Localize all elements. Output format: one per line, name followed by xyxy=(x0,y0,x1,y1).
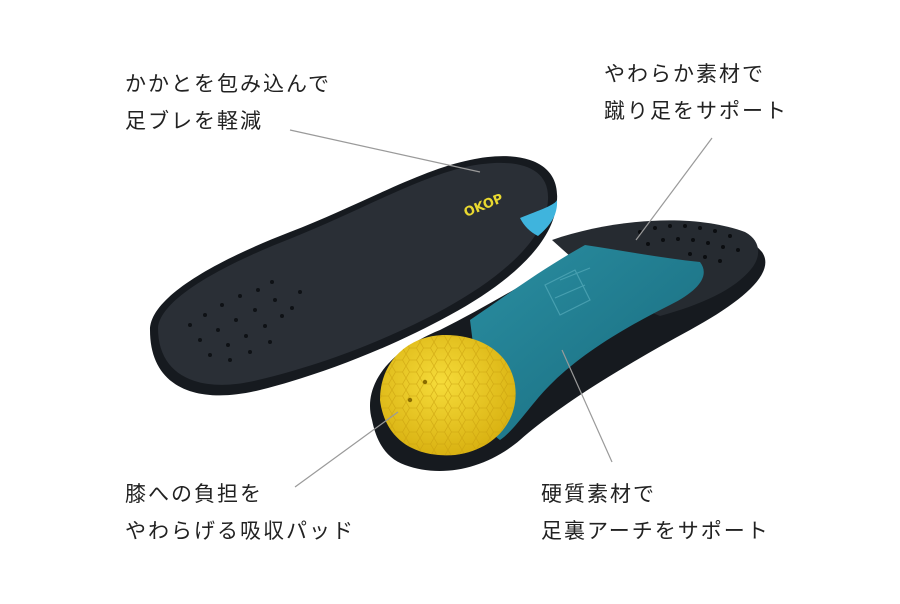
callout-heel-line1: かかとを包み込んで xyxy=(125,72,331,96)
leader-line-cushion xyxy=(294,411,399,488)
arch-support xyxy=(470,245,704,440)
callout-arch: 硬質素材で 足裏アーチをサポート xyxy=(541,476,770,550)
callout-toe: やわらか素材で 蹴り足をサポート xyxy=(604,56,788,130)
leader-line-arch xyxy=(561,349,613,463)
leader-line-toe xyxy=(635,137,713,241)
ventilation-holes xyxy=(188,280,302,362)
callout-cushion-line2: やわらげる吸収パッド xyxy=(125,519,355,543)
callout-heel-wrap: かかとを包み込んで 足ブレを軽減 xyxy=(125,66,331,140)
right-insole xyxy=(369,220,766,472)
callout-arch-line1: 硬質素材で xyxy=(541,482,656,506)
callout-cushion-line1: 膝への負担を xyxy=(125,482,263,506)
callout-toe-line1: やわらか素材で xyxy=(604,62,765,86)
left-insole: OKOP xyxy=(150,156,558,396)
callout-arch-line2: 足裏アーチをサポート xyxy=(541,519,770,543)
leader-lines xyxy=(289,129,713,488)
leader-line-heel xyxy=(289,129,481,173)
callout-cushion: 膝への負担を やわらげる吸収パッド xyxy=(125,476,355,550)
callout-heel-line2: 足ブレを軽減 xyxy=(125,109,263,133)
callout-toe-line2: 蹴り足をサポート xyxy=(604,99,788,123)
